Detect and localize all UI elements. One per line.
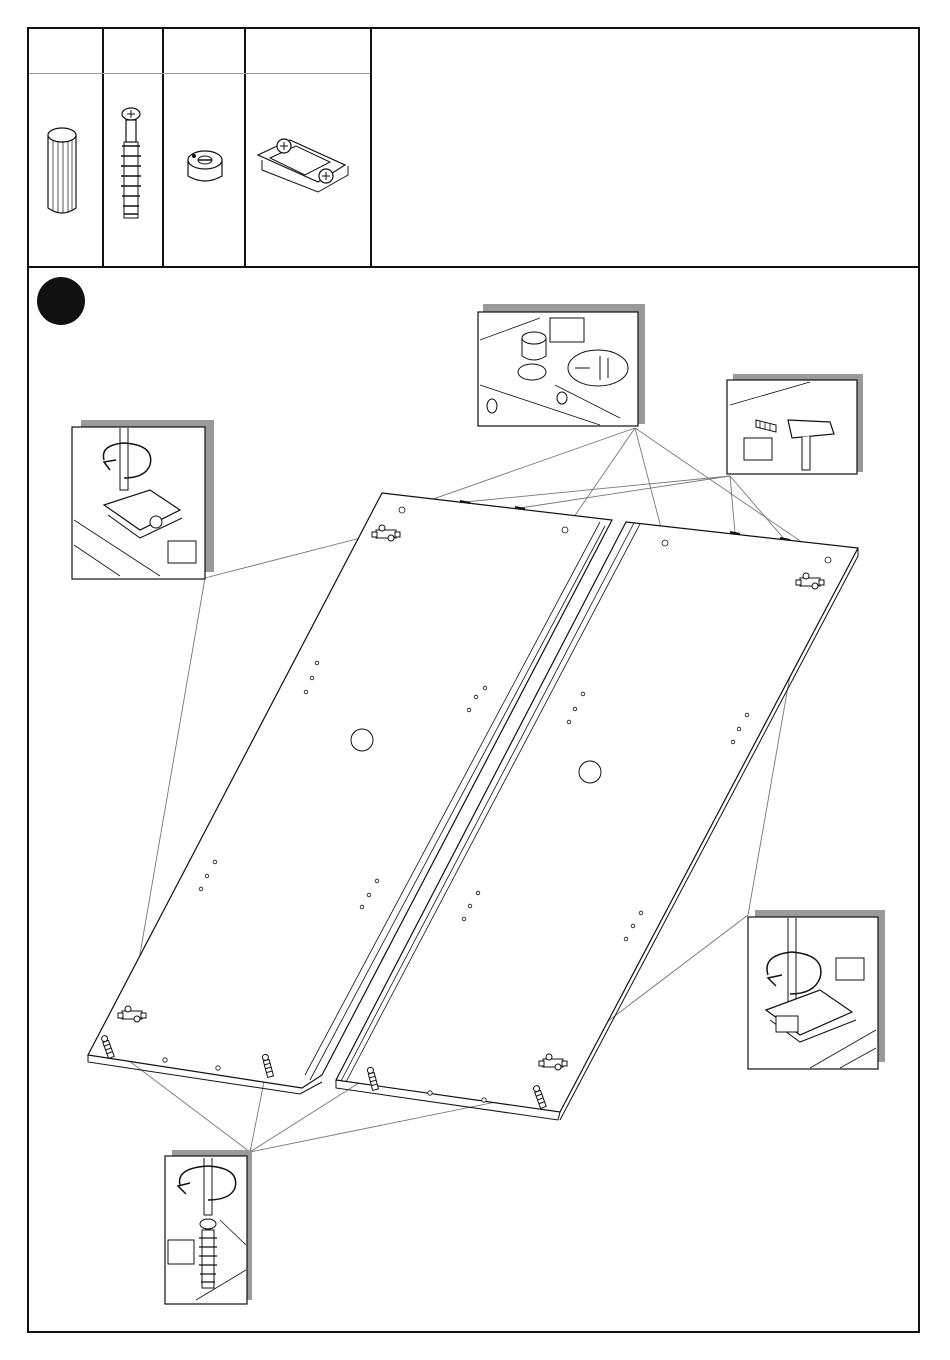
cam-lock-icon xyxy=(188,151,222,181)
callout-cam-bolt xyxy=(165,1150,252,1304)
wooden-dowel-icon xyxy=(48,128,76,213)
callout-hinge-right xyxy=(748,910,885,1069)
callout-cam-lock xyxy=(478,304,645,426)
callout-dowel-hammer xyxy=(727,374,863,474)
callout-hinge-left xyxy=(72,420,214,579)
hinge-mounting-plate-icon xyxy=(258,139,348,192)
cam-bolt-icon xyxy=(121,108,141,218)
